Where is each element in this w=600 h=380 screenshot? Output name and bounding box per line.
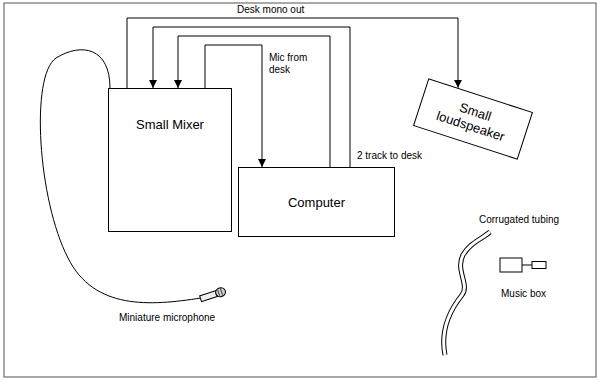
- corrugated-tubing: [444, 232, 490, 355]
- signal-connector: [127, 18, 458, 88]
- box-label: Small Mixer: [136, 117, 204, 132]
- part-label: Music box: [500, 288, 547, 300]
- part-label: Miniature microphone: [118, 312, 216, 324]
- box-label: Computer: [288, 195, 345, 210]
- part-label: Corrugated tubing: [478, 214, 560, 226]
- connector-label: Mic from desk: [268, 52, 322, 76]
- connector-label: 2 track to desk: [356, 150, 423, 162]
- music-box: [500, 258, 546, 272]
- frame: [4, 3, 596, 377]
- microphone-symbol: [199, 286, 227, 303]
- computer-box: Computer: [238, 167, 395, 237]
- connector-label: Desk mono out: [236, 4, 305, 16]
- mixer-box: Small Mixer: [108, 88, 232, 232]
